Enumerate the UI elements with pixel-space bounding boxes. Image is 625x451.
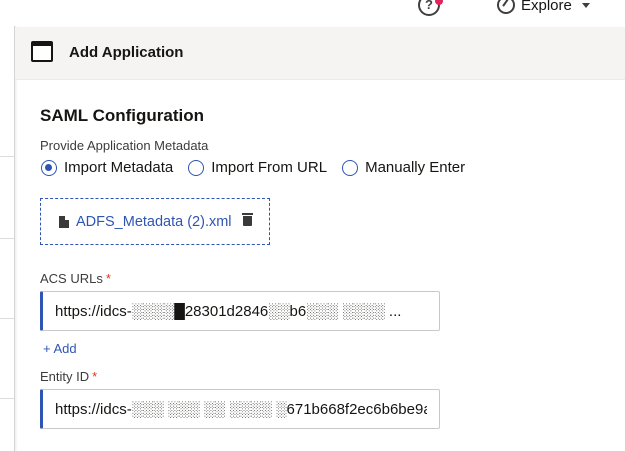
left-sidebar-edge [0, 26, 15, 451]
acs-urls-label-text: ACS URLs [40, 271, 103, 286]
metadata-source-radio-group: Import Metadata Import From URL Manually… [41, 159, 480, 176]
file-name-link[interactable]: ADFS_Metadata (2).xml [76, 214, 232, 230]
explore-label: Explore [521, 0, 572, 14]
top-bar: ? Explore [0, 0, 625, 26]
sidebar-divider [0, 398, 14, 399]
section-title: SAML Configuration [40, 106, 204, 125]
application-window-icon [31, 41, 53, 62]
radio-unchecked-icon[interactable] [188, 159, 205, 176]
compass-icon [497, 0, 515, 14]
radio-label: Import Metadata [64, 159, 174, 176]
help-icon[interactable]: ? [418, 0, 440, 16]
entity-id-label: Entity ID* [40, 369, 97, 384]
panel-shadow [14, 26, 18, 451]
sidebar-divider [0, 238, 14, 239]
explore-button[interactable]: Explore [497, 0, 590, 16]
radio-unchecked-icon[interactable] [342, 159, 359, 176]
required-marker: * [105, 271, 111, 286]
add-acs-url-link[interactable]: + Add [43, 341, 77, 356]
page-title: Add Application [69, 44, 184, 61]
help-glyph: ? [425, 0, 433, 12]
radio-label: Manually Enter [365, 159, 466, 176]
document-icon [59, 216, 69, 228]
entity-id-label-text: Entity ID [40, 369, 90, 384]
required-marker: * [92, 369, 98, 384]
radio-checked-icon[interactable] [41, 159, 57, 176]
radio-manually-enter[interactable]: Manually Enter [342, 159, 465, 176]
sidebar-divider [0, 156, 14, 157]
notification-dot [435, 0, 443, 5]
acs-url-input[interactable] [40, 291, 440, 331]
metadata-label: Provide Application Metadata [40, 138, 209, 153]
sidebar-divider [0, 318, 14, 319]
entity-id-input[interactable] [40, 389, 440, 429]
radio-import-metadata[interactable]: Import Metadata [41, 159, 173, 176]
radio-import-from-url[interactable]: Import From URL [188, 159, 327, 176]
uploaded-file-box: ADFS_Metadata (2).xml [40, 198, 270, 245]
chevron-down-icon [581, 2, 590, 8]
panel-header: Add Application [15, 27, 625, 80]
trash-icon[interactable] [242, 213, 253, 226]
radio-label: Import From URL [211, 159, 328, 176]
acs-urls-label: ACS URLs* [40, 271, 111, 286]
